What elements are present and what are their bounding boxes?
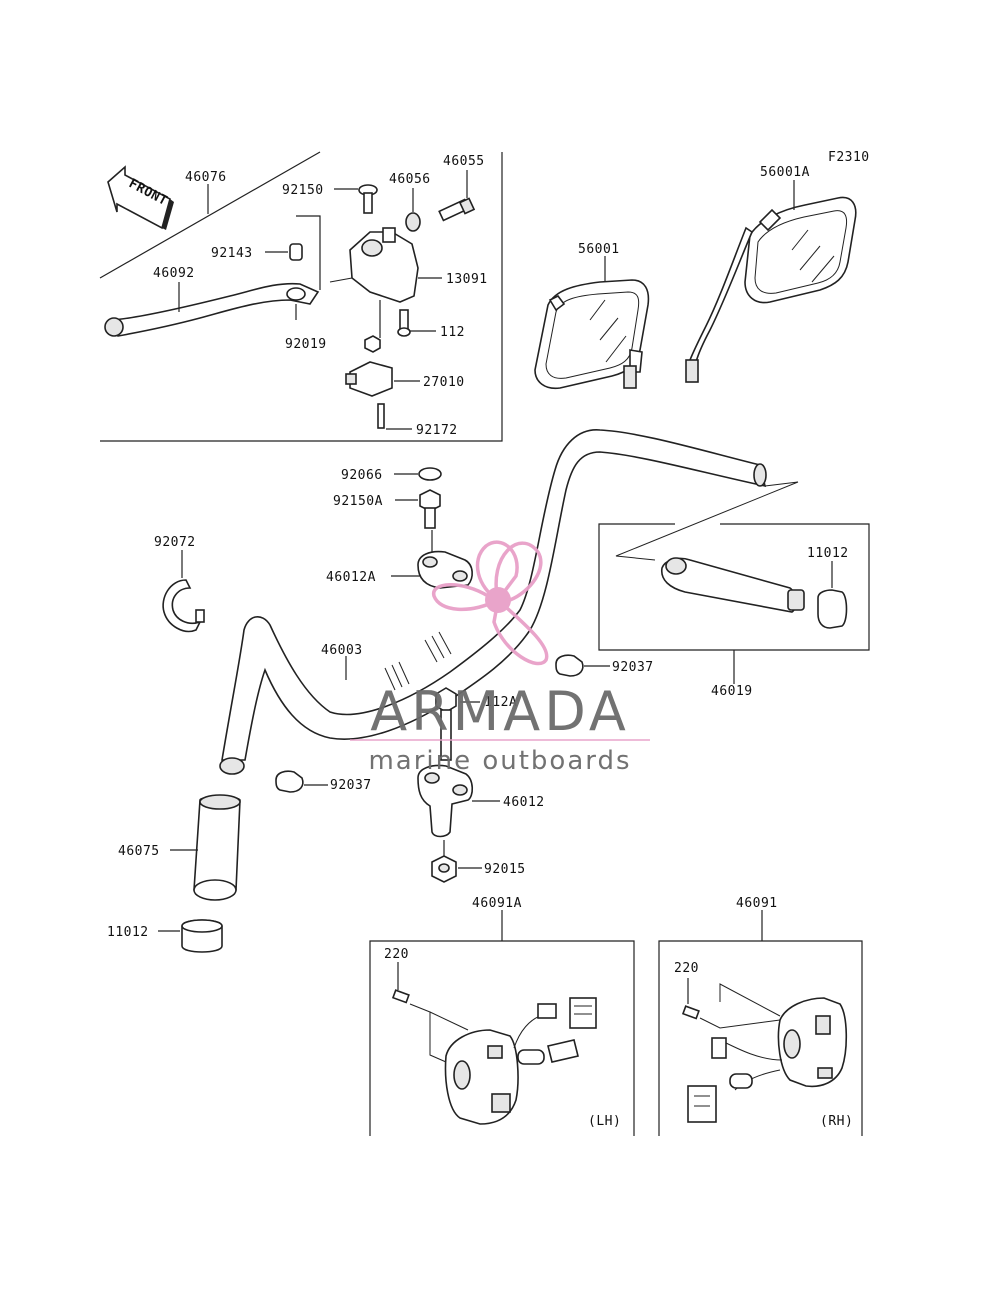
lever-holder-part [329,227,419,303]
label-11012-left: 11012 [107,925,149,940]
watermark-tagline: marine outboards [368,746,631,776]
lh-wiring-part [513,997,597,1065]
rh-wiring-part [687,1037,783,1123]
label-11012-right: 11012 [807,546,849,561]
switch-screw-part [377,403,385,429]
label-56001A: 56001A [760,165,810,180]
lh-side-label: (LH) [588,1114,621,1129]
label-46092: 46092 [153,266,195,281]
label-92037-right: 92037 [612,660,654,675]
adjuster-screw-part [438,197,476,222]
handlebar-part: 46003 [219,429,767,775]
label-46003: 46003 [321,643,363,658]
left-end-cap-part: 11012 [107,919,223,953]
label-92150A: 92150A [333,494,383,509]
holder-screw-part [397,309,411,337]
front-arrow-icon: FRONT [107,165,174,230]
rh-switch-housing-part [777,997,848,1088]
label-220-left: 220 [384,947,409,962]
label-46055: 46055 [443,154,485,169]
clutch-switch-part [345,361,393,397]
watermark-brand: ARMADA [370,680,630,743]
cap-part: 92066 [341,467,442,483]
label-56001: 56001 [578,242,620,257]
lh-switch-inset: 46091A 220 (LH) [369,896,635,1136]
label-46012A: 46012A [326,570,376,585]
pivot-bolt-part [358,184,378,214]
mirror-left-part: 56001 [534,242,650,390]
label-46075: 46075 [118,844,160,859]
inset-diagonal-top [99,151,321,279]
propeller-logo-icon [432,540,549,666]
label-46019: 46019 [711,684,753,699]
inset-border [100,152,503,442]
label-112A: 112A [484,695,517,710]
label-46012: 46012 [503,795,545,810]
label-92037-left: 92037 [330,778,372,793]
rh-switch-inset: 46091 220 (RH) [658,896,863,1136]
rh-side-label: (RH) [820,1114,853,1129]
label-92072: 92072 [154,535,196,550]
clamp-left-part: 92037 [275,770,372,793]
adjuster-nut-part [405,212,421,232]
wire-clamp-part: 92072 [154,535,205,633]
lower-holder-bolt-part: 112A [435,687,517,761]
lower-holder-part: 46012 [417,764,545,838]
label-92172: 92172 [416,423,458,438]
upper-holder-part: 46012A [326,530,473,589]
label-92015: 92015 [484,862,526,877]
lh-switch-housing-part [444,1029,519,1125]
clamp-right-part: 92037 [555,654,654,677]
lower-holder-nut-part: 92015 [431,840,526,883]
rh-inset-border [658,940,863,1136]
switch-nut-part [364,335,381,353]
label-13091: 13091 [446,272,488,287]
label-92143: 92143 [211,246,253,261]
throttle-grip-inset: 11012 46019 [598,481,870,699]
label-112: 112 [440,325,465,340]
rh-screw-part [681,1005,700,1020]
label-46076: 46076 [185,170,227,185]
label-92066: 92066 [341,468,383,483]
label-46091A: 46091A [472,896,522,911]
lh-screw-part [391,989,410,1004]
mirror-right-part: 56001A [685,165,857,383]
pivot-pin-part [289,243,303,261]
upper-holder-bolt-part: 92150A [333,489,441,529]
label-46091: 46091 [736,896,778,911]
clutch-lever-part [104,282,320,337]
label-27010: 27010 [423,375,465,390]
lever-assembly-inset: FRONT [99,151,503,442]
figure-code: F2310 [828,150,870,165]
label-220-right: 220 [674,961,699,976]
handlebar-knurl [384,631,452,691]
label-92019: 92019 [285,337,327,352]
left-grip-part: 46075 [118,794,241,901]
armada-watermark: ARMADA marine outboards [350,540,650,776]
label-46056: 46056 [389,172,431,187]
label-92150: 92150 [282,183,324,198]
